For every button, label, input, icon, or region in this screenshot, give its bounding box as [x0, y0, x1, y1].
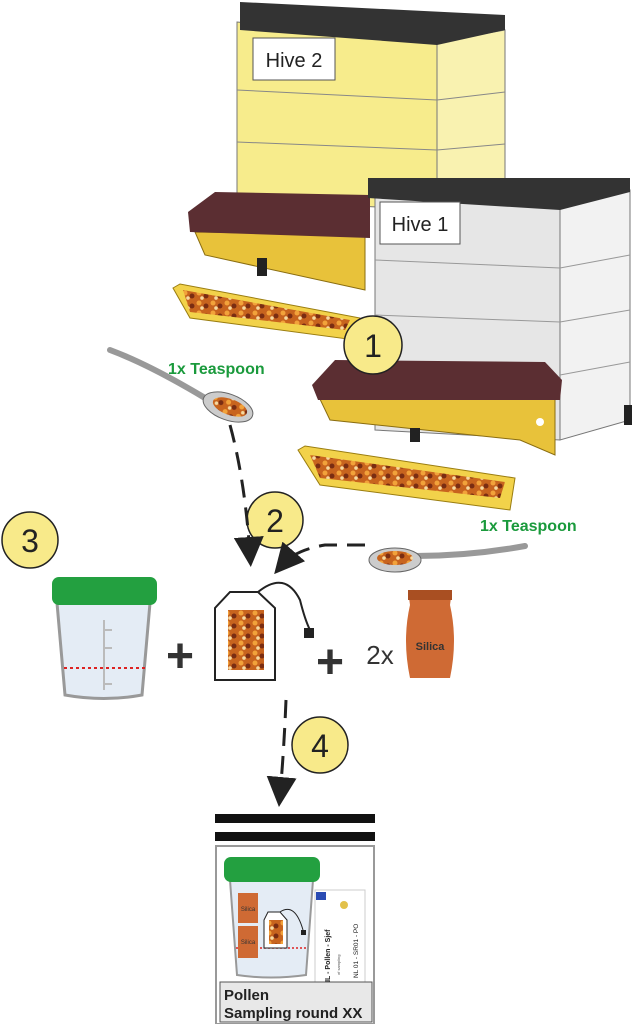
teaspoon-label-1: 1x Teaspoon	[168, 361, 265, 378]
teabag-icon	[214, 581, 314, 681]
sample-sticker: NL - Pollen - Sjef of sampling NL 01 - S…	[314, 889, 366, 991]
hive-2-pollen-trap	[172, 192, 370, 341]
bag-label-line1: Pollen	[224, 987, 269, 1004]
hive-1-pollen-trap	[297, 360, 562, 511]
hive-2-label-box	[252, 37, 336, 81]
arrow-spoon1-to-teabag	[228, 424, 264, 567]
arrow-spoon2-to-teabag	[274, 541, 365, 575]
hive-2-label: Hive 2	[266, 50, 323, 72]
hive-1-label: Hive 1	[392, 214, 449, 236]
svg-text:Silica: Silica	[241, 940, 256, 946]
svg-text:Silica: Silica	[241, 907, 256, 913]
bag-zip-bar	[215, 814, 375, 823]
svg-text:NL - Pollen - Sjef: NL - Pollen - Sjef	[325, 929, 332, 985]
svg-text:4: 4	[311, 728, 329, 764]
plus-sign: +	[166, 630, 194, 683]
silica-bag-icon: Silica	[406, 590, 454, 678]
step-3: 3	[1, 511, 59, 569]
svg-text:3: 3	[21, 523, 39, 559]
step-1: 1	[343, 315, 403, 375]
svg-text:Silica: Silica	[416, 641, 446, 653]
bag-zip-bar	[215, 832, 375, 841]
svg-text:1: 1	[364, 328, 382, 364]
spoon-icon	[368, 543, 528, 573]
svg-text:of sampling: of sampling	[336, 955, 341, 975]
sample-cup-icon	[52, 577, 157, 700]
sample-bag: NL - Pollen - Sjef of sampling NL 01 - S…	[215, 845, 375, 1024]
arrow-to-bag	[266, 699, 297, 807]
teaspoon-label-2: 1x Teaspoon	[480, 518, 577, 535]
svg-text:NL 01 - SR01 - PO: NL 01 - SR01 - PO	[353, 924, 360, 978]
hive-2: Hive 2	[236, 2, 506, 211]
step-2: 2	[246, 491, 304, 549]
hive-1-label-box	[379, 201, 461, 245]
spoon-icon	[107, 347, 254, 423]
step-4: 4	[291, 716, 349, 774]
bag-label-line2: Sampling round XX	[224, 1005, 362, 1022]
plus-sign: +	[316, 636, 344, 689]
silica-count: 2x	[366, 640, 393, 670]
svg-text:2: 2	[266, 503, 284, 539]
